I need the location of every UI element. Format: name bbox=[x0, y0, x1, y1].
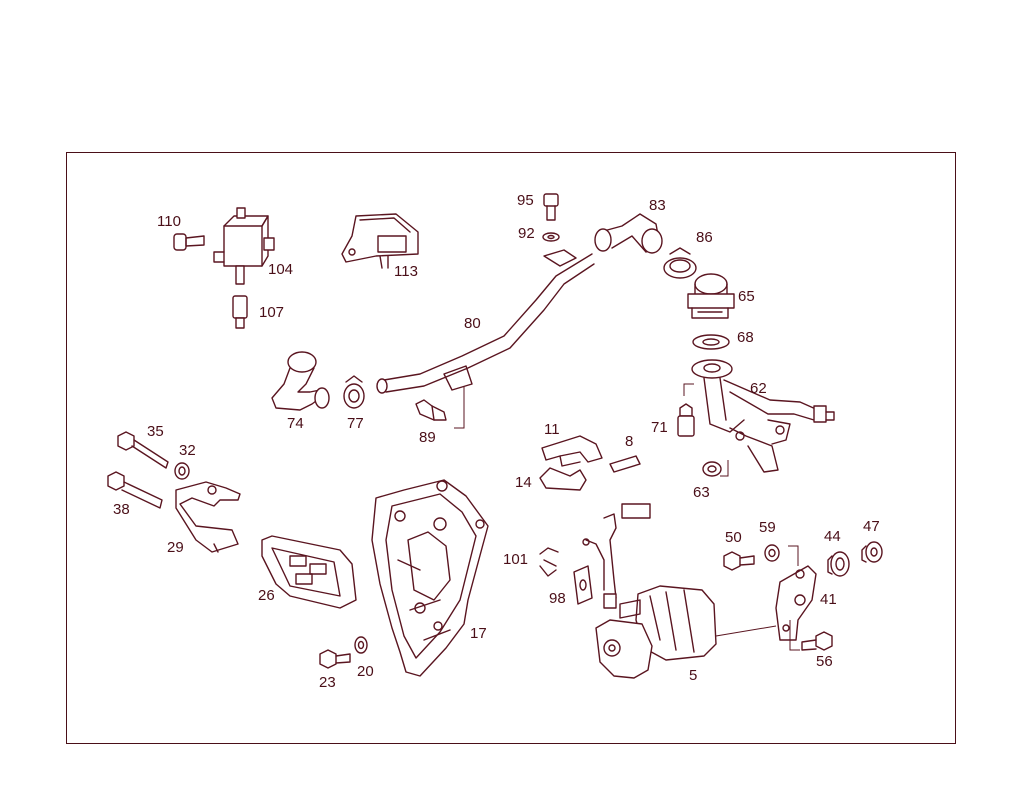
diagram-frame bbox=[66, 152, 956, 744]
callout-29: 29 bbox=[167, 539, 184, 556]
callout-14: 14 bbox=[515, 474, 532, 491]
callout-20: 20 bbox=[357, 663, 374, 680]
part-5-pump bbox=[582, 503, 777, 679]
callout-59: 59 bbox=[759, 519, 776, 536]
callout-95: 95 bbox=[517, 192, 534, 209]
part-44-bushing bbox=[827, 551, 850, 577]
callout-17: 17 bbox=[470, 625, 487, 642]
callout-80: 80 bbox=[464, 315, 481, 332]
part-29-bracket bbox=[175, 481, 241, 553]
part-8-pin bbox=[609, 455, 641, 473]
callout-63: 63 bbox=[693, 484, 710, 501]
callout-98: 98 bbox=[549, 590, 566, 607]
part-11-clip bbox=[541, 435, 603, 467]
part-50-bolt bbox=[723, 551, 755, 571]
part-95-bolt bbox=[543, 193, 559, 221]
part-32-washer bbox=[174, 462, 190, 480]
part-83-hose bbox=[594, 213, 663, 254]
callout-50: 50 bbox=[725, 529, 742, 546]
part-80-pipe bbox=[376, 249, 595, 429]
callout-65: 65 bbox=[738, 288, 755, 305]
part-107-connector bbox=[232, 295, 248, 329]
part-35-bolt bbox=[117, 431, 169, 469]
part-59-washer bbox=[764, 544, 780, 562]
callout-86: 86 bbox=[696, 229, 713, 246]
callout-74: 74 bbox=[287, 415, 304, 432]
callout-92: 92 bbox=[518, 225, 535, 242]
part-56-bolt bbox=[801, 631, 833, 651]
callout-8: 8 bbox=[625, 433, 634, 450]
callout-35: 35 bbox=[147, 423, 164, 440]
part-77-clamp bbox=[343, 375, 365, 409]
part-74-hose bbox=[271, 351, 330, 411]
callout-68: 68 bbox=[737, 329, 754, 346]
part-17-housing bbox=[371, 479, 489, 677]
callout-113: 113 bbox=[394, 263, 418, 280]
callout-56: 56 bbox=[816, 653, 833, 670]
callout-44: 44 bbox=[824, 528, 841, 545]
part-98-gasket bbox=[573, 565, 593, 605]
part-20-washer bbox=[354, 636, 368, 654]
callout-107: 107 bbox=[259, 304, 285, 321]
part-23-bolt bbox=[319, 649, 351, 669]
callout-101: 101 bbox=[503, 551, 529, 568]
part-71-bolt bbox=[677, 403, 695, 437]
part-62-pipe bbox=[683, 359, 835, 477]
part-38-bolt bbox=[107, 471, 163, 509]
part-104-valve bbox=[213, 207, 275, 285]
callout-11: 11 bbox=[544, 421, 560, 438]
part-68-gasket bbox=[692, 334, 730, 350]
callout-32: 32 bbox=[179, 442, 196, 459]
callout-110: 110 bbox=[157, 213, 181, 230]
callout-104: 104 bbox=[268, 261, 294, 278]
part-41-bracket bbox=[775, 545, 817, 651]
callout-26: 26 bbox=[258, 587, 275, 604]
part-14-clip bbox=[539, 467, 587, 491]
callout-41: 41 bbox=[820, 591, 837, 608]
part-89-fitting bbox=[415, 399, 447, 421]
callout-77: 77 bbox=[347, 415, 364, 432]
part-65-valve bbox=[687, 273, 735, 319]
callout-38: 38 bbox=[113, 501, 130, 518]
part-92-washer bbox=[542, 232, 560, 242]
part-110-bolt bbox=[173, 233, 205, 251]
part-63-nut bbox=[702, 461, 722, 477]
callout-83: 83 bbox=[649, 197, 666, 214]
callout-89: 89 bbox=[419, 429, 436, 446]
part-47-bushing bbox=[861, 541, 883, 563]
callout-5: 5 bbox=[689, 667, 698, 684]
part-113-sensor bbox=[341, 213, 419, 269]
part-101-clip bbox=[539, 547, 559, 577]
callout-71: 71 bbox=[651, 419, 668, 436]
callout-47: 47 bbox=[863, 518, 880, 535]
callout-23: 23 bbox=[319, 674, 336, 691]
part-86-clamp bbox=[663, 247, 697, 279]
part-26-mount bbox=[261, 535, 357, 609]
callout-62: 62 bbox=[750, 380, 767, 397]
